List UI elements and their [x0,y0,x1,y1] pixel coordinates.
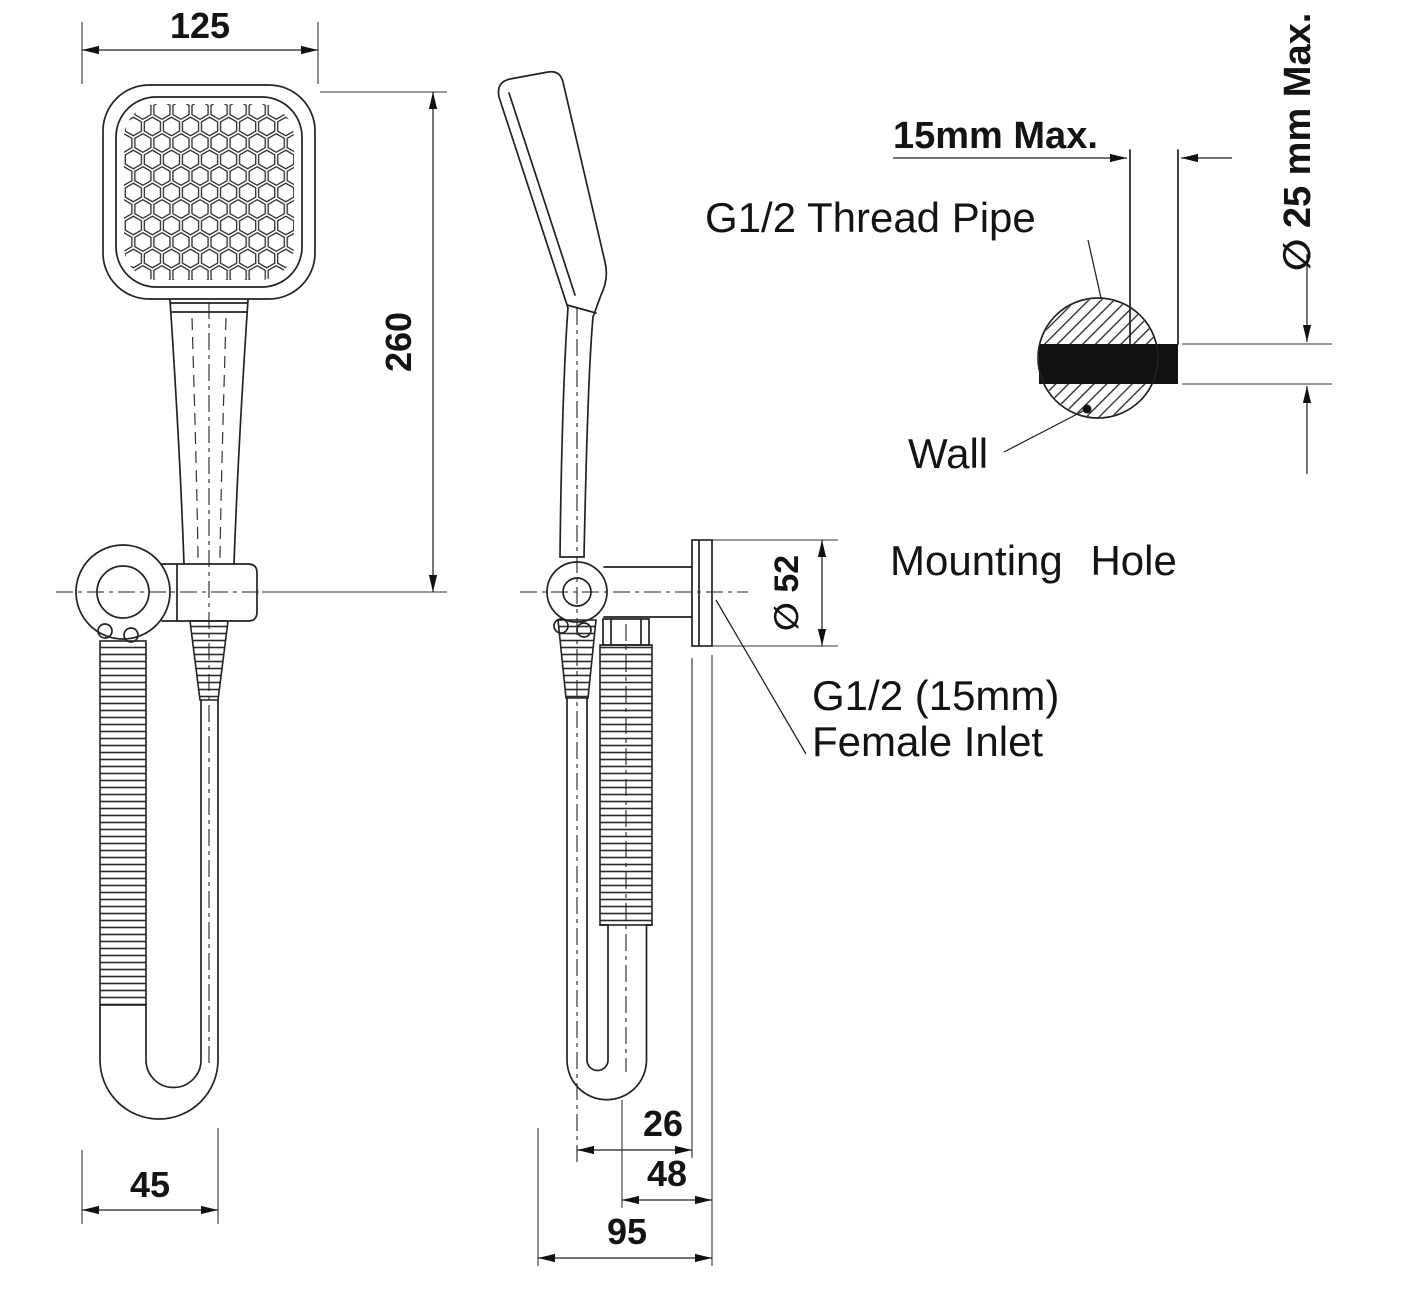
hose-side [557,618,653,1101]
dim-52-label: ∅ 52 [768,555,806,631]
holder-screw-icon [123,627,139,643]
thread-pipe-leader [1087,239,1102,299]
inlet-leader [715,599,807,755]
dim-26-label: 26 [643,1103,683,1144]
wall-mounting-detail: 15mm Max. G1/2 Thread Pipe ∅ 25 mm Max. … [705,13,1332,477]
hole-diameter-label: ∅ 25 mm Max. [1277,13,1319,272]
protrusion-label: 15mm Max. [893,115,1098,157]
dim-total-depth: 95 [537,1128,712,1266]
inlet-label-line1: G1/2 (15mm) [812,672,1059,719]
dim-head-width: 125 [81,5,319,84]
dim-holder-offset: 26 [577,658,693,1158]
shower-head-front [102,84,316,300]
front-view: 125 [56,5,447,1224]
holder-screw-icon [97,623,113,639]
annotations: Mounting Hole G1/2 (15mm) Female Inlet [715,537,1177,765]
dim-95-label: 95 [607,1211,647,1252]
side-view: ∅ 52 26 48 95 [497,70,838,1266]
hose-connector-cone [189,620,229,701]
shower-head-side [497,70,608,558]
holder-front [56,544,270,643]
dim-48-label: 48 [647,1153,687,1194]
hose-connector-cone [557,619,597,699]
dim-260-label: 260 [378,312,419,372]
inlet-label-line2: Female Inlet [812,718,1043,765]
dim-bracket-depth: 48 [621,655,713,1266]
spray-face-pattern [124,104,294,280]
dim-head-to-holder: 260 [262,91,447,593]
dim-hole-diameter: ∅ 25 mm Max. [1182,13,1332,474]
wall-leader-dot [1082,404,1092,414]
hose-ribbed-section [99,640,147,1006]
wall-leader [1003,409,1086,453]
wall-plate [691,539,713,647]
dim-flange-diameter: ∅ 52 [696,539,838,647]
dim-45-label: 45 [130,1164,170,1205]
mounting-hole-label: Mounting Hole [890,537,1177,584]
hose-front [99,620,229,1120]
dim-hose-loop: 45 [81,1128,219,1224]
wall-label: Wall [908,430,988,477]
thread-pipe-label: G1/2 Thread Pipe [705,194,1036,241]
dim-125-label: 125 [170,5,230,46]
